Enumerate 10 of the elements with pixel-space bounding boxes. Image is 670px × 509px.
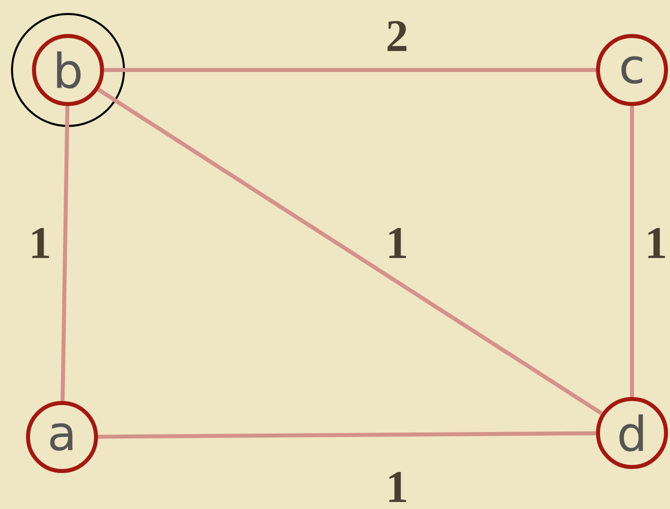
edge-label: 1 (384, 470, 410, 504)
graph-edge (630, 106, 634, 397)
graph-edge (98, 431, 596, 439)
graph-edge (60, 106, 70, 402)
edge-label: 1 (27, 226, 53, 260)
edge-label: 1 (643, 226, 669, 260)
edge-label: 1 (384, 226, 410, 260)
edge-label: 2 (384, 20, 410, 52)
graph-edge (97, 88, 603, 416)
graph-edge (104, 68, 596, 72)
